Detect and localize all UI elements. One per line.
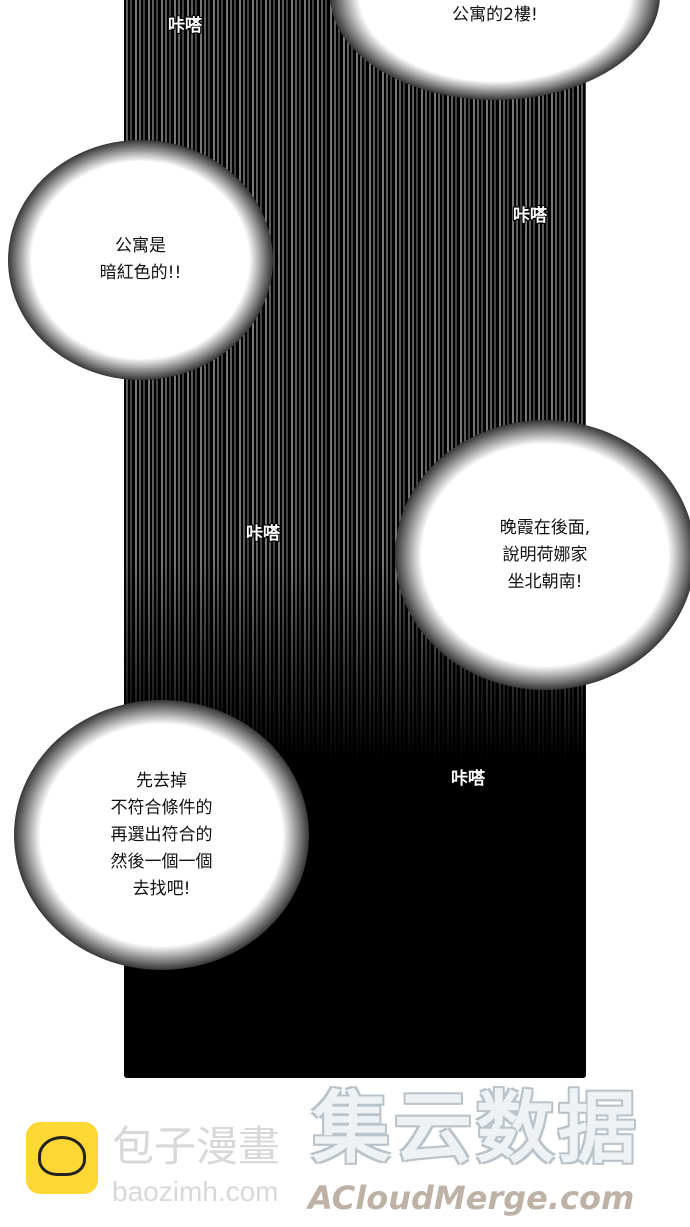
bubble-text: 公寓的2樓! — [452, 5, 538, 25]
bubble-text: 晚霞在後面, 說明荷娜家 坐北朝南! — [499, 517, 591, 592]
sound-effect: 咔嗒 — [246, 524, 280, 544]
brand-watermark-en: ACloudMerge.com — [308, 1179, 635, 1217]
site-url: baozimh.com — [112, 1176, 279, 1207]
bubble-text: 公寓是 暗紅色的!! — [99, 236, 182, 283]
sound-effect: 咔嗒 — [451, 769, 485, 789]
site-name: 包子漫畫 — [112, 1123, 281, 1170]
sound-effect: 咔嗒 — [168, 16, 202, 36]
baozi-logo-icon — [26, 1122, 98, 1194]
speech-bubble: 先去掉 不符合條件的 再選出符合的 然後一個一個 去找吧! — [14, 700, 309, 970]
speech-bubble: 晚霞在後面, 說明荷娜家 坐北朝南! — [395, 420, 690, 690]
speech-bubble: 公寓是 暗紅色的!! — [8, 140, 273, 380]
bubble-text: 先去掉 不符合條件的 再選出符合的 然後一個一個 去找吧! — [110, 770, 213, 899]
brand-watermark-cn: 集云数据 — [312, 1084, 641, 1174]
sound-effect: 咔嗒 — [513, 206, 547, 226]
